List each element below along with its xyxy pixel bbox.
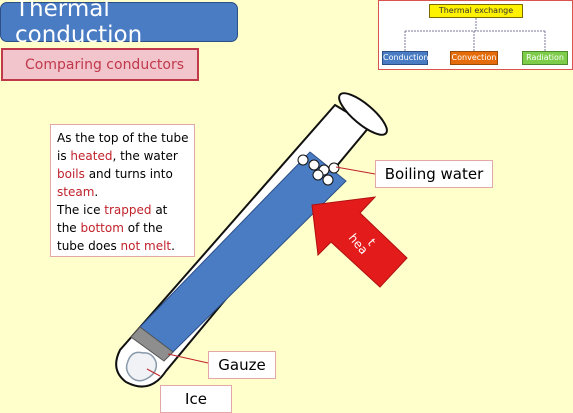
highlighted-term: trapped: [104, 203, 152, 217]
concept-map-conduction[interactable]: Conduction: [382, 51, 428, 65]
concept-map[interactable]: Thermal exchange Conduction Convection R…: [378, 0, 573, 70]
bubble: [297, 154, 309, 166]
highlighted-term: not melt: [120, 239, 172, 253]
page-title: Thermal conduction: [0, 0, 238, 48]
concept-map-convection[interactable]: Convection: [450, 51, 498, 65]
highlighted-term: boils: [57, 167, 85, 181]
heat-arrow: hea t: [311, 196, 408, 288]
explanation-fragment: .: [94, 185, 99, 199]
explanation-fragment: The ice: [57, 203, 105, 217]
bubble: [308, 159, 320, 171]
highlighted-term: steam: [57, 185, 95, 199]
ice-pointer: [146, 368, 161, 377]
test-tube: [115, 92, 388, 388]
boiling-water-pointer: [335, 166, 376, 175]
tube-rim: [338, 92, 388, 136]
explanation-text: As the top of the tube is heated, the wa…: [50, 124, 195, 257]
heat-arrow-shape: [311, 196, 408, 288]
concept-map-radiation[interactable]: Radiation: [522, 51, 568, 65]
highlighted-term: heated: [70, 149, 113, 163]
boiling-water-label: Boiling water: [375, 160, 493, 188]
bubble: [322, 174, 334, 186]
explanation-fragment: As the top of the tube is: [57, 131, 189, 163]
ice-cube: [125, 351, 158, 382]
gauze-pointer: [167, 353, 209, 364]
explanation-fragment: , the water: [112, 149, 178, 163]
bubble: [312, 169, 324, 181]
concept-map-root[interactable]: Thermal exchange: [429, 4, 523, 18]
gauze-label: Gauze: [208, 351, 276, 379]
concept-map-connectors: [404, 18, 546, 51]
explanation-fragment: of the tube does: [57, 221, 163, 253]
explanation-fragment: at the: [57, 203, 168, 235]
explanation-fragment: and turns into: [84, 167, 173, 181]
ice-label: Ice: [160, 385, 232, 413]
section-subtitle: Comparing conductors: [1, 48, 199, 81]
bubble: [328, 162, 340, 174]
gauze: [130, 326, 174, 362]
steam-bubbles: [297, 154, 340, 186]
explanation-fragment: .: [171, 239, 175, 253]
highlighted-term: bottom: [80, 221, 124, 235]
